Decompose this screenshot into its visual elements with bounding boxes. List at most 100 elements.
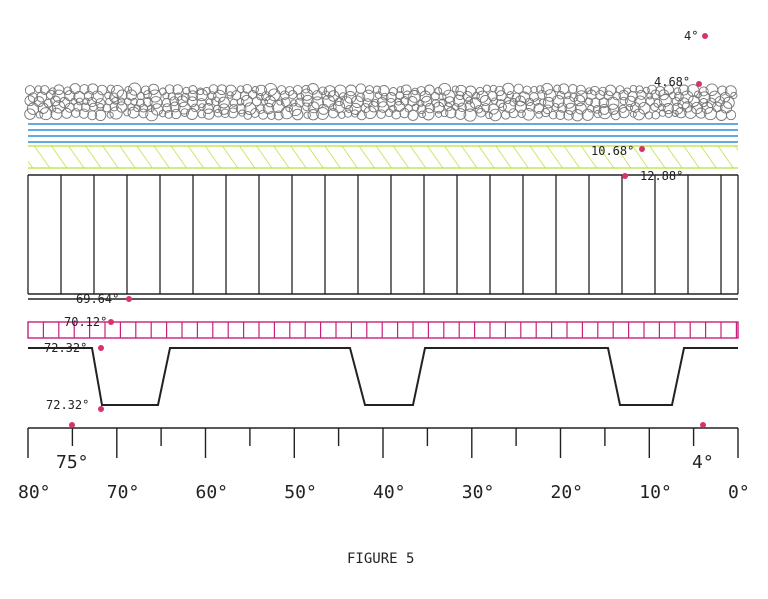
gravel-stone (136, 92, 145, 101)
scale-tick-label: 30° (462, 482, 495, 503)
gravel-stone (148, 89, 162, 103)
scale-tick-label: 40° (373, 482, 406, 503)
gravel-stone (715, 109, 728, 121)
gravel-stone (432, 101, 445, 114)
gravel-stone (658, 103, 666, 112)
gravel-stone (717, 85, 728, 96)
gravel-stone (590, 97, 601, 108)
scale-marker-75 (69, 422, 75, 428)
gravel-stone (393, 100, 405, 113)
gravel-stone (45, 89, 56, 100)
gravel-stone (91, 90, 104, 103)
gravel-stone (158, 109, 167, 118)
gravel-stone (363, 105, 377, 120)
marker-label: 72.32° (46, 398, 89, 412)
gravel-stone (400, 84, 412, 96)
marker-label: 72.32° (44, 341, 87, 355)
gravel-stone (506, 91, 515, 99)
gravel-stone (623, 87, 631, 95)
gravel-stone (106, 84, 115, 93)
gravel-stone (243, 111, 253, 120)
gravel-stone (571, 109, 584, 122)
marker-label: 4.68° (654, 75, 690, 89)
gravel-stone (455, 84, 467, 97)
gravel-stone (78, 108, 89, 119)
gravel-stone (402, 90, 412, 100)
gravel-stone (133, 104, 141, 113)
gravel-stone (301, 94, 314, 107)
gravel-stone (288, 102, 302, 117)
gravel-stone (555, 110, 566, 120)
marker-label: 70.12° (64, 315, 107, 329)
gravel-stone (607, 103, 620, 115)
gravel-stone (511, 92, 522, 102)
angle-scale: 80°70°60°50°40°30°20°10°0° (18, 427, 750, 503)
gravel-stone (651, 110, 660, 120)
gravel-stone (593, 109, 602, 119)
gravel-stone (371, 98, 380, 107)
gravel-stone (465, 85, 477, 97)
gravel-stone (698, 86, 709, 97)
gravel-stone (365, 85, 374, 95)
gravel-stone (202, 86, 211, 96)
gravel-stone (662, 103, 674, 115)
gravel-stone (303, 111, 311, 119)
gravel-stone (451, 85, 459, 93)
gravel-stone (24, 108, 36, 120)
gravel-stone (542, 96, 555, 109)
gravel-stone (96, 84, 108, 96)
gravel-stone (213, 89, 226, 103)
gravel-stone (145, 108, 159, 122)
gravel-stone (678, 84, 690, 96)
gravel-stone (35, 111, 44, 119)
gravel-stone (625, 103, 634, 112)
gravel-stone (148, 83, 160, 95)
gravel-stone (356, 110, 367, 121)
gravel-stone (73, 102, 83, 112)
gravel-stone (196, 98, 207, 109)
marker-4: 4° (684, 29, 708, 43)
gravel-stone (695, 107, 707, 119)
gravel-stone (408, 90, 421, 103)
gravel-stone (338, 111, 346, 119)
gravel-stone (551, 94, 565, 108)
gravel-stone (618, 107, 630, 119)
gravel-stone (376, 109, 386, 119)
gravel-stone (102, 103, 112, 113)
gravel-stone (385, 92, 397, 103)
gravel-stone (548, 110, 558, 120)
gravel-stone (294, 97, 305, 108)
gravel-stone (343, 109, 353, 118)
gravel-stone (236, 98, 245, 106)
marker-label: 10.68° (591, 144, 634, 158)
gravel-stone (395, 91, 405, 100)
marker-72-32-bottom: 72.32° (46, 398, 104, 412)
marker-12-88: 12.88° (622, 169, 683, 183)
gravel-stone (474, 105, 484, 114)
gravel-stone (644, 111, 653, 120)
gravel-stone (671, 96, 681, 106)
gravel-stone (457, 102, 467, 113)
blue-lines-layer (28, 123, 738, 143)
gravel-stone (340, 96, 353, 109)
gravel-stone (280, 97, 291, 107)
gravel-stone (517, 109, 526, 118)
gravel-stone (391, 109, 402, 120)
gravel-stone (435, 110, 443, 118)
gravel-stone (399, 107, 410, 119)
gravel-stone (675, 106, 687, 119)
scale-tick-label: 70° (107, 482, 140, 503)
gravel-stone (82, 97, 90, 105)
gravel-stone (564, 91, 572, 100)
gravel-stone (384, 108, 394, 118)
gravel-stone (202, 103, 214, 114)
gravel-stone (288, 89, 298, 100)
gravel-stone (581, 108, 594, 121)
marker-69-64: 69.64° (76, 292, 132, 306)
gravel-stone (553, 84, 562, 93)
gravel-stone (111, 97, 119, 105)
gravel-stone (564, 102, 577, 115)
gravel-stone (276, 85, 287, 95)
gravel-stone (285, 104, 293, 113)
gravel-stone (604, 84, 617, 97)
